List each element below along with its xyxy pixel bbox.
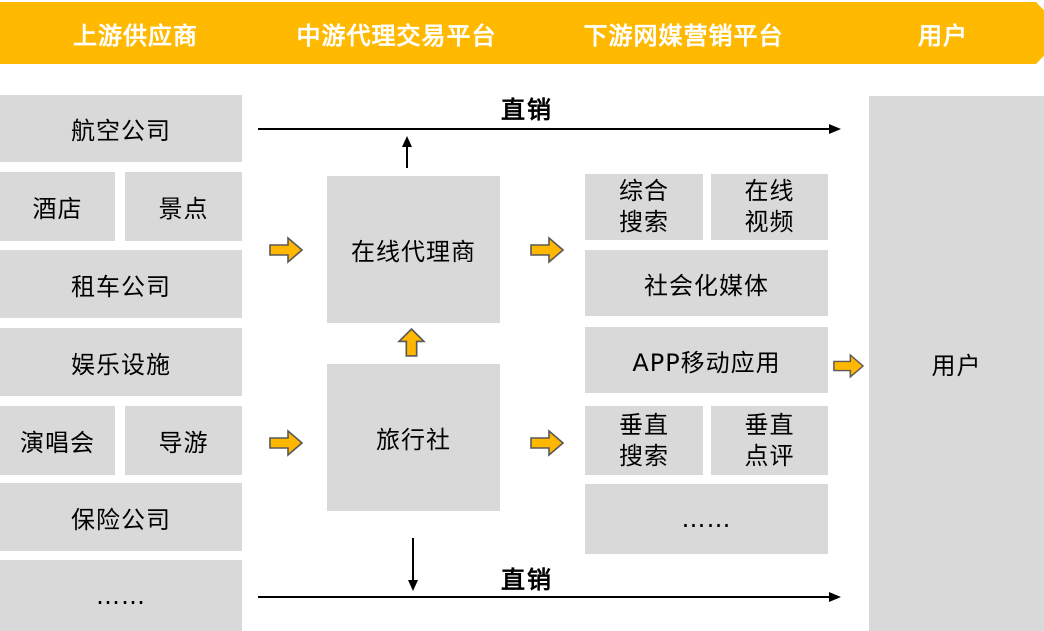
box-entertainment: 娱乐设施	[0, 328, 242, 396]
box-travel-agency: 旅行社	[327, 364, 500, 511]
block-arrow-travel-agency-to-online-agent-icon	[397, 327, 426, 357]
banner-segment-label: 中游代理交易平台	[296, 21, 497, 50]
banner-segment-label: 上游供应商	[73, 21, 198, 50]
arrowhead-down-icon	[408, 580, 418, 591]
block-arrow-suppliers-to-online-agent-icon	[269, 236, 304, 264]
box-user: 用户	[869, 96, 1044, 631]
block-arrow-suppliers-to-travel-agency-icon	[269, 429, 304, 457]
box-media-more: ……	[585, 484, 828, 554]
box-concert: 演唱会	[0, 406, 115, 475]
box-insurance: 保险公司	[0, 483, 242, 551]
box-tour-guide: 导游	[125, 406, 242, 475]
direct-sales-bottom-label: 直销	[501, 566, 553, 594]
box-online-agent: 在线代理商	[327, 176, 500, 323]
banner-segment-upstream-suppliers: 上游供应商	[0, 2, 257, 64]
box-car-rental: 租车公司	[0, 250, 242, 318]
box-general-search: 综合 搜索	[585, 174, 703, 240]
travel-agency-to-line-connector	[412, 538, 414, 582]
box-vertical-search: 垂直 搜索	[585, 406, 703, 475]
block-arrow-media-to-user-icon	[833, 352, 865, 380]
box-online-video: 在线 视频	[711, 174, 828, 240]
online-agent-to-line-connector	[406, 144, 408, 168]
banner-segment-midstream-agency-platform: 中游代理交易平台	[223, 2, 548, 64]
arrowhead-up-icon	[402, 136, 412, 147]
box-suppliers-more: ……	[0, 560, 242, 631]
arrowhead-right-icon	[829, 124, 841, 134]
box-airlines: 航空公司	[0, 95, 242, 162]
box-attraction: 景点	[125, 172, 242, 241]
direct-sales-bottom-line	[258, 596, 830, 598]
box-mobile-app: APP移动应用	[585, 327, 828, 393]
arrowhead-right-icon	[829, 592, 841, 602]
banner-segment-label: 用户	[918, 21, 968, 50]
box-social-media: 社会化媒体	[585, 250, 828, 316]
banner-segment-users: 用户	[798, 2, 1044, 64]
block-arrow-travel-agency-to-media-icon	[530, 429, 565, 457]
direct-sales-top-line	[258, 128, 830, 130]
box-hotel: 酒店	[0, 172, 115, 241]
banner-segment-label: 下游网媒营销平台	[583, 21, 784, 50]
box-vertical-review: 垂直 点评	[711, 406, 828, 475]
direct-sales-top-label: 直销	[501, 96, 553, 124]
banner-segment-downstream-media-platform: 下游网媒营销平台	[505, 2, 840, 64]
block-arrow-online-agent-to-media-icon	[530, 236, 565, 264]
